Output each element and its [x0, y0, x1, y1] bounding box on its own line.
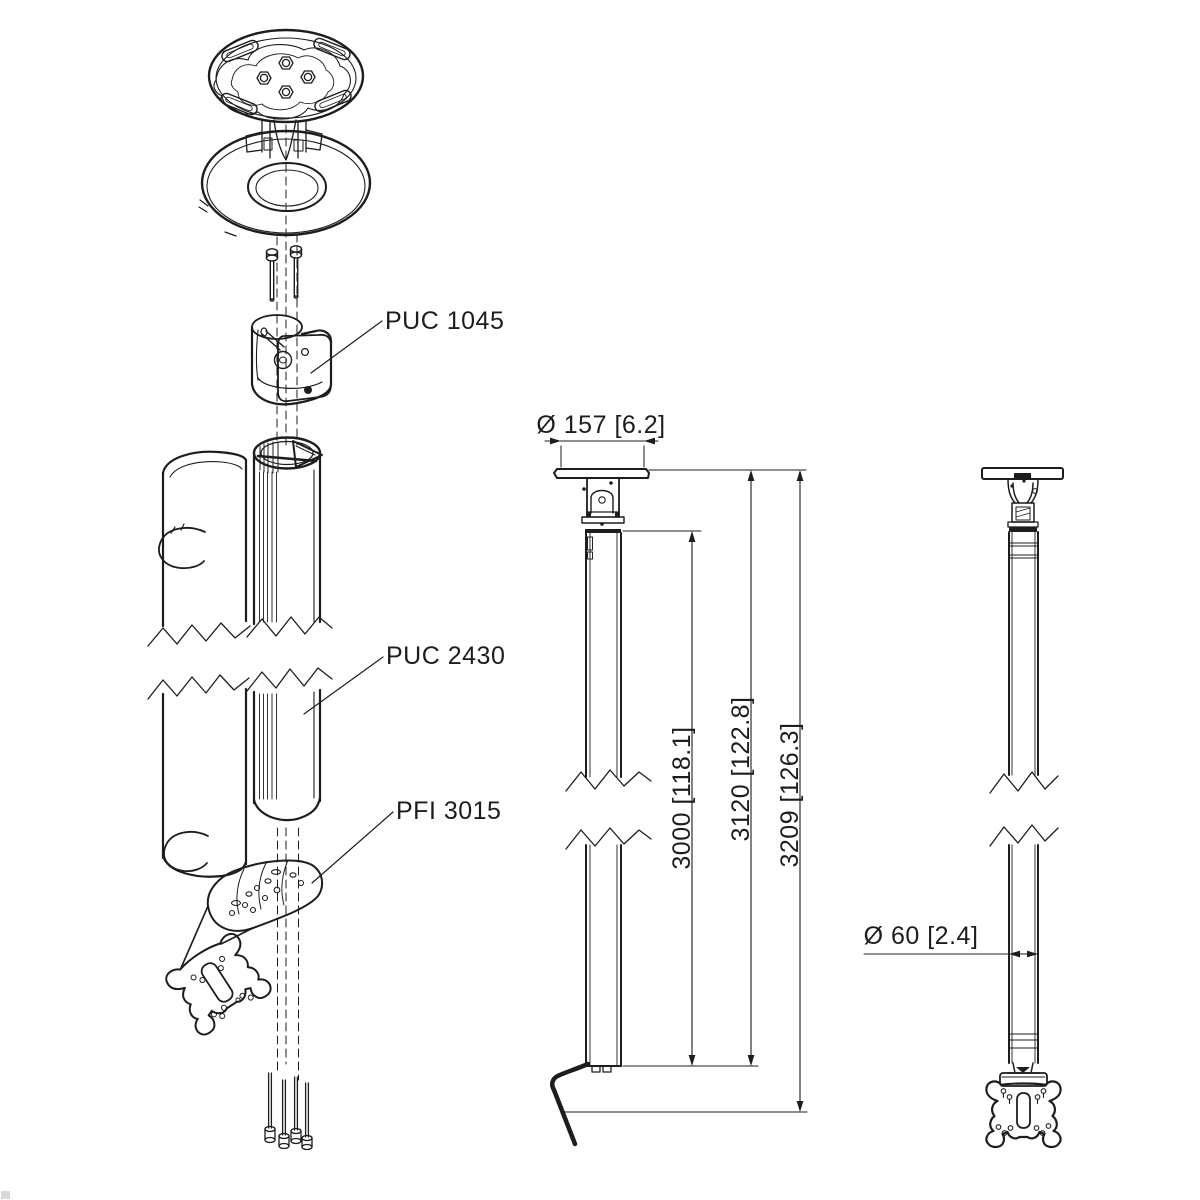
- strip-break-lines: [147, 622, 251, 700]
- dim-tube-diameter: Ø 60 [2.4]: [863, 922, 1039, 958]
- front-break-lines: [565, 769, 652, 850]
- screw: [290, 1076, 302, 1145]
- mounting-screws-top: [265, 245, 303, 302]
- ceiling-plate: [207, 28, 365, 124]
- leader-line-puc2430: [303, 656, 384, 715]
- dim-ceiling-to-pole-end: 3120 [122.8]: [727, 470, 755, 1066]
- page-corner-artifact: [1, 1191, 10, 1199]
- dim-text-overall-length: 3209 [126.3]: [776, 722, 804, 867]
- screw: [264, 1072, 276, 1144]
- pfi-3015-adapter: [165, 859, 324, 1036]
- leader-line-puc1045: [310, 320, 383, 374]
- screw: [301, 1082, 313, 1151]
- front-adapter-profile: [550, 1061, 591, 1147]
- plate-slots: [220, 37, 352, 116]
- front-view-dimensioned: Ø 157 [6.2] 3000 [118.1] 3120 [122.8]: [536, 411, 808, 1147]
- dim-text-ceiling-to-pole-end: 3120 [122.8]: [727, 696, 755, 841]
- label-puc-1045: PUC 1045: [385, 307, 504, 335]
- front-pole: [565, 532, 652, 1073]
- leader-line-pfi3015: [311, 811, 394, 884]
- front-coupling-housing: [581, 477, 625, 533]
- dim-plate-diameter: Ø 157 [6.2]: [536, 411, 665, 468]
- screw: [278, 1079, 290, 1150]
- side-view-dimensioned: Ø 60 [2.4]: [863, 467, 1064, 1149]
- mounting-screws-bottom: [264, 1072, 313, 1151]
- part-labels: PUC 1045 PUC 2430 PFI 3015: [303, 307, 505, 884]
- pole-cover-strip: [147, 450, 251, 878]
- dim-text-tube-diameter: Ø 60 [2.4]: [864, 922, 979, 950]
- screw: [289, 245, 303, 299]
- dim-overall-length: 3209 [126.3]: [776, 470, 804, 1112]
- side-coupling: [1007, 478, 1039, 532]
- plate-hinge-hardware: [245, 119, 323, 161]
- adapter-vesa-plate: [165, 932, 272, 1036]
- side-break-lines: [989, 771, 1059, 847]
- adapter-holes: [228, 869, 305, 917]
- centerlines: [276, 124, 299, 1081]
- front-ceiling-plate: [553, 468, 650, 479]
- label-pfi-3015: PFI 3015: [396, 797, 501, 825]
- puc-1045-coupling: [250, 314, 333, 406]
- puc-2430-pole: [246, 436, 333, 822]
- dim-text-pole-length: 3000 [118.1]: [668, 726, 696, 869]
- label-puc-2430: PUC 2430: [386, 642, 505, 670]
- side-vesa-plate: [985, 1062, 1062, 1149]
- side-pole: [989, 531, 1059, 1064]
- dim-pole-length: 3000 [118.1]: [668, 531, 696, 1066]
- screw: [265, 248, 279, 302]
- plate-hex-nuts: [256, 56, 316, 99]
- extension-lines: [563, 469, 808, 1113]
- pole-break-lines: [246, 616, 333, 692]
- exploded-view: PUC 1045 PUC 2430 PFI 3015: [147, 28, 505, 1151]
- ceiling-cover-ring: [198, 129, 372, 237]
- dim-text-plate-diameter: Ø 157 [6.2]: [536, 411, 665, 439]
